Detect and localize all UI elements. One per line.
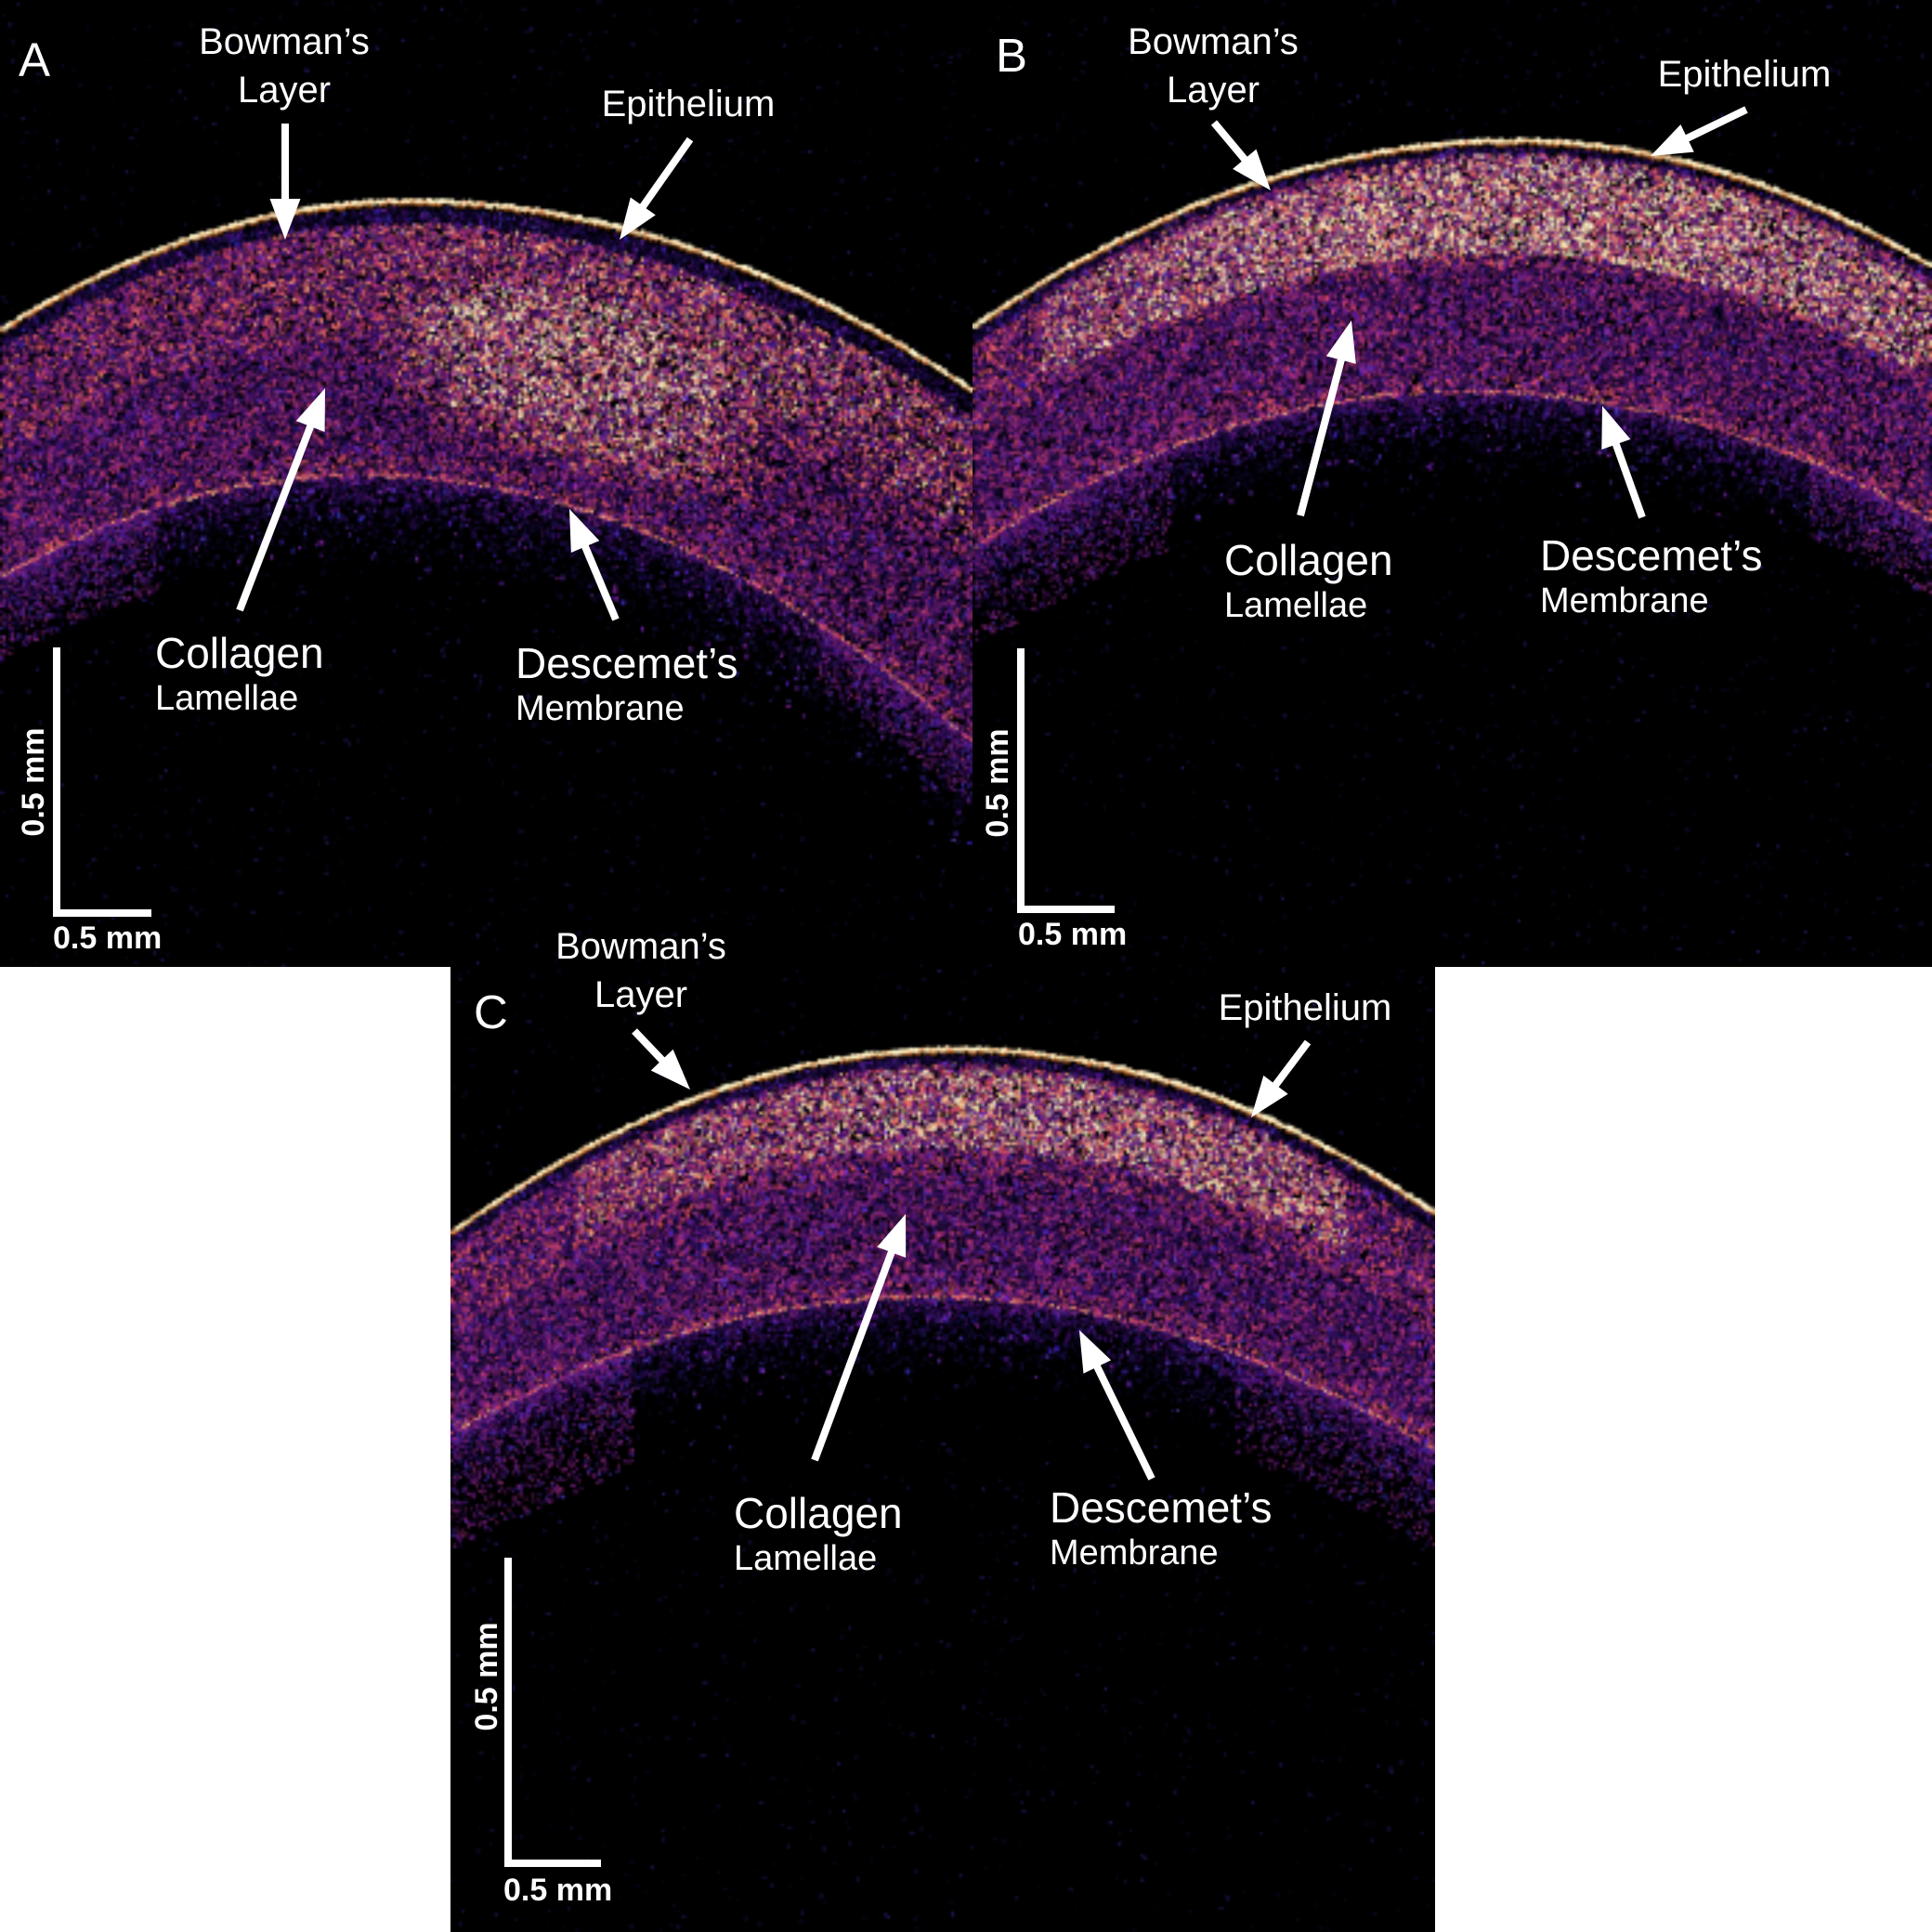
- arrow-collagen-a: [236, 388, 325, 612]
- panel-letter-c: C: [474, 986, 508, 1038]
- label-text: Lamellae: [155, 679, 299, 718]
- panel-b: [973, 0, 1932, 967]
- arrow-descemets-b: [1601, 406, 1646, 519]
- label-collagen-lamellae-b: Collagen Lamellae: [1224, 535, 1393, 627]
- arrow-bowmans-b: [1210, 120, 1271, 190]
- panel-letter-a: A: [19, 33, 51, 86]
- arrow-bowmans-c: [632, 1028, 690, 1090]
- label-text: Layer: [237, 70, 332, 111]
- label-epithelium-b: Epithelium: [1658, 50, 1832, 98]
- oct-scan-b: [973, 0, 1932, 967]
- label-text: Bowman’s: [199, 21, 370, 62]
- scalebar-a: [53, 647, 151, 917]
- scalebar-c: [504, 1558, 601, 1867]
- panel-c: [450, 967, 1435, 1932]
- scalebar-horizontal-label-a: 0.5 mm: [53, 920, 163, 956]
- label-text: Membrane: [516, 689, 685, 728]
- scalebar-b: [1017, 648, 1115, 913]
- label-text: Layer: [1166, 70, 1260, 111]
- label-bowmans-layer-b: Bowman’s Layer: [1128, 18, 1299, 114]
- label-text: Descemet’s: [1050, 1483, 1273, 1532]
- panel-a: [0, 0, 973, 967]
- label-collagen-lamellae-c: Collagen Lamellae: [734, 1488, 903, 1580]
- arrow-bowmans-a: [269, 124, 301, 240]
- scalebar-vertical-label-c: 0.5 mm: [469, 1622, 504, 1731]
- arrow-epithelium-b: [1651, 106, 1748, 156]
- label-text: Membrane: [1050, 1534, 1219, 1573]
- label-bowmans-layer-a: Bowman’s Layer: [199, 18, 370, 114]
- label-descemets-membrane-c: Descemet’s Membrane: [1050, 1482, 1272, 1574]
- label-text: Collagen: [734, 1489, 903, 1537]
- label-text: Collagen: [155, 629, 324, 677]
- oct-scan-a: [0, 0, 973, 967]
- label-collagen-lamellae-a: Collagen Lamellae: [155, 628, 324, 720]
- arrow-epithelium-a: [620, 137, 694, 240]
- label-text: Descemet’s: [516, 639, 738, 687]
- arrow-collagen-c: [811, 1214, 907, 1462]
- label-text: Bowman’s: [1128, 21, 1299, 62]
- scalebar-vertical-label-b: 0.5 mm: [980, 728, 1015, 838]
- arrow-descemets-a: [569, 509, 620, 621]
- label-text: Lamellae: [1224, 586, 1368, 625]
- scalebar-vertical-label-a: 0.5 mm: [16, 727, 51, 837]
- label-descemets-membrane-a: Descemet’s Membrane: [516, 638, 738, 730]
- label-text: Descemet’s: [1540, 531, 1763, 580]
- label-text: Bowman’s: [555, 926, 726, 967]
- label-text: Epithelium: [1657, 54, 1832, 95]
- label-text: Collagen: [1224, 536, 1393, 584]
- label-epithelium-c: Epithelium: [1219, 984, 1392, 1032]
- label-epithelium-a: Epithelium: [602, 80, 776, 128]
- label-text: Membrane: [1540, 581, 1709, 620]
- scalebar-horizontal-label-b: 0.5 mm: [1018, 917, 1128, 952]
- label-text: Epithelium: [1218, 987, 1392, 1028]
- arrow-collagen-b: [1297, 320, 1356, 517]
- panel-letter-b: B: [996, 29, 1028, 82]
- label-text: Lamellae: [734, 1539, 878, 1578]
- label-bowmans-layer-c: Bowman’s Layer: [555, 922, 726, 1019]
- label-descemets-membrane-b: Descemet’s Membrane: [1540, 530, 1762, 622]
- arrow-epithelium-c: [1251, 1039, 1312, 1117]
- label-text: Layer: [594, 974, 688, 1015]
- oct-scan-c: [450, 967, 1435, 1932]
- arrow-descemets-c: [1079, 1330, 1155, 1481]
- scalebar-horizontal-label-c: 0.5 mm: [503, 1873, 613, 1908]
- label-text: Epithelium: [601, 84, 776, 124]
